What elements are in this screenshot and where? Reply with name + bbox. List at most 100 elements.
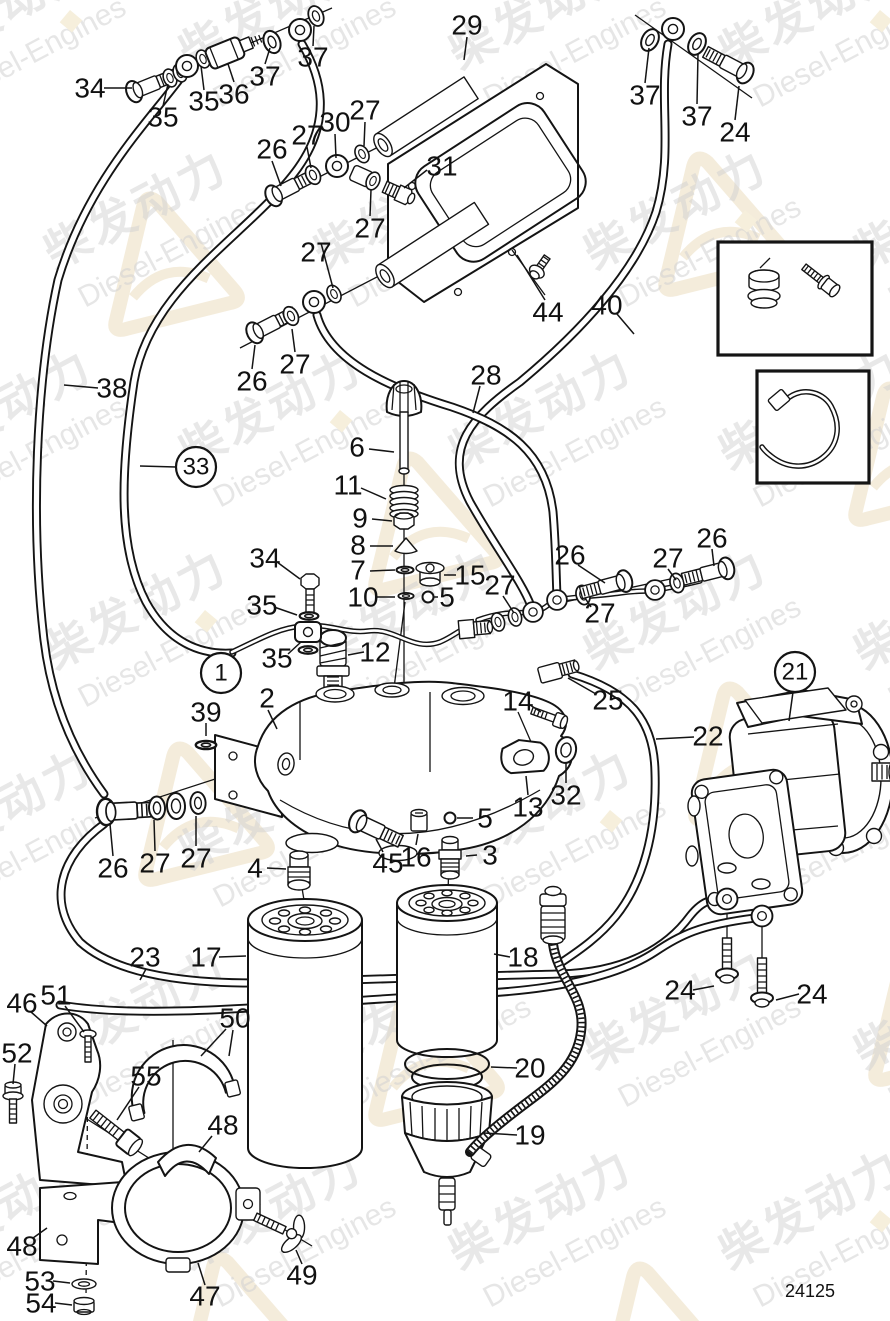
part-elbow-banjo (294, 621, 322, 643)
logo-watermark-icon (138, 741, 275, 887)
callout-leader (775, 993, 800, 1001)
callout-27: 27 (300, 237, 331, 268)
inset-box-41-42 (716, 240, 874, 357)
part-fuel-filter-17 (247, 898, 363, 1169)
callout-leader (198, 1135, 213, 1153)
part-plug-31 (381, 180, 416, 206)
logo-watermark-icon (848, 381, 890, 527)
callout-37: 37 (629, 80, 660, 111)
callout-50: 50 (219, 1003, 250, 1034)
cooler-tube-fittings (241, 142, 416, 348)
callout-leader (287, 641, 302, 655)
watermark-diamond (329, 410, 353, 433)
callout-52: 52 (1, 1038, 32, 1069)
callout-leader (644, 47, 650, 84)
callout-leader (788, 691, 794, 722)
callout-26: 26 (236, 366, 267, 397)
part-washer-35 (297, 645, 319, 655)
part-grommet-41 (747, 257, 781, 309)
callout-leader (12, 1063, 16, 1085)
callout-leader (567, 677, 597, 695)
callout-leader (696, 53, 699, 105)
callout-leader (200, 1028, 227, 1057)
callout-53: 53 (24, 1266, 55, 1297)
part-cone-8 (394, 537, 418, 555)
part-nipple-3 (438, 835, 462, 880)
callout-26: 26 (97, 853, 128, 884)
fitting-chain-top-left (122, 2, 328, 106)
logo-watermark-icon (178, 1251, 315, 1321)
callout-19: 19 (514, 1120, 545, 1151)
callout-leader (371, 518, 393, 522)
callout-27: 27 (349, 95, 380, 126)
part-cable-connector (539, 885, 567, 945)
callout-15: 15 (454, 560, 485, 591)
callout-35: 35 (261, 643, 292, 674)
callout-44: 44 (532, 297, 563, 328)
callout-leader (266, 867, 287, 870)
callout-leader (415, 833, 419, 846)
inset-box-43 (755, 369, 871, 485)
sensor-cable (465, 885, 587, 1157)
callout-leader (264, 47, 271, 65)
callout-6: 6 (349, 432, 365, 463)
callout-34: 34 (249, 543, 280, 574)
watermark-diamond (194, 610, 218, 633)
callout-leader (577, 564, 606, 584)
callout-51: 51 (40, 980, 71, 1011)
callout-30: 30 (319, 107, 350, 138)
callout-circle (199, 651, 243, 695)
callout-leader (306, 146, 312, 169)
callout-leader (368, 448, 395, 453)
callout-36: 36 (218, 79, 249, 110)
callout-47: 47 (189, 1281, 220, 1312)
part-bracket-plate-29 (373, 63, 587, 303)
callout-leader (312, 25, 315, 47)
callout-leader (228, 1029, 234, 1057)
callout-leader (502, 595, 515, 614)
callout-leader (584, 597, 592, 608)
hand-primer-assembly (385, 380, 445, 604)
callout-24: 24 (719, 117, 750, 148)
callout-leader (30, 1011, 48, 1027)
part-ring-10 (397, 592, 415, 600)
callout-leader (616, 313, 635, 335)
callout-11: 11 (333, 470, 362, 501)
part-cable-tie-43 (759, 388, 840, 469)
watermark-diamond (599, 810, 623, 833)
logo-watermark-icon (598, 1261, 735, 1321)
callout-29: 29 (451, 10, 482, 41)
callout-leader (493, 953, 511, 958)
callout-35: 35 (246, 590, 277, 621)
part-separator-bowl-19 (401, 1081, 493, 1226)
part-nipple-4 (287, 850, 311, 891)
callout-26: 26 (554, 540, 585, 571)
callout-20: 20 (514, 1053, 545, 1084)
callout-39: 39 (190, 697, 221, 728)
part-filter-head-2 (194, 680, 573, 862)
watermark-text-cn: 柴发动力 (845, 939, 890, 1079)
logo-watermark-icon (868, 941, 890, 1087)
part-bolt-52 (2, 1081, 24, 1124)
part-bolt-24 (750, 957, 774, 1008)
part-washer-7 (395, 565, 415, 575)
part-washer-53 (71, 1278, 97, 1290)
part-clamp-13 (500, 739, 550, 775)
callout-18: 18 (507, 942, 538, 973)
part-ball-5 (421, 590, 435, 604)
callout-leader (525, 775, 529, 796)
callout-32: 32 (550, 780, 581, 811)
callout-leader (465, 854, 478, 857)
callout-leader (153, 819, 156, 852)
callout-5: 5 (439, 582, 455, 613)
callout-leader (516, 254, 546, 301)
callout-leader (375, 838, 384, 853)
callout-54: 54 (25, 1288, 56, 1319)
callout-leader (64, 1005, 85, 1033)
callout-leader (267, 709, 278, 730)
callout-24: 24 (796, 979, 827, 1010)
fuel-hoses (31, 39, 760, 1016)
callout-34: 34 (74, 73, 105, 104)
callout-leader (369, 189, 372, 217)
